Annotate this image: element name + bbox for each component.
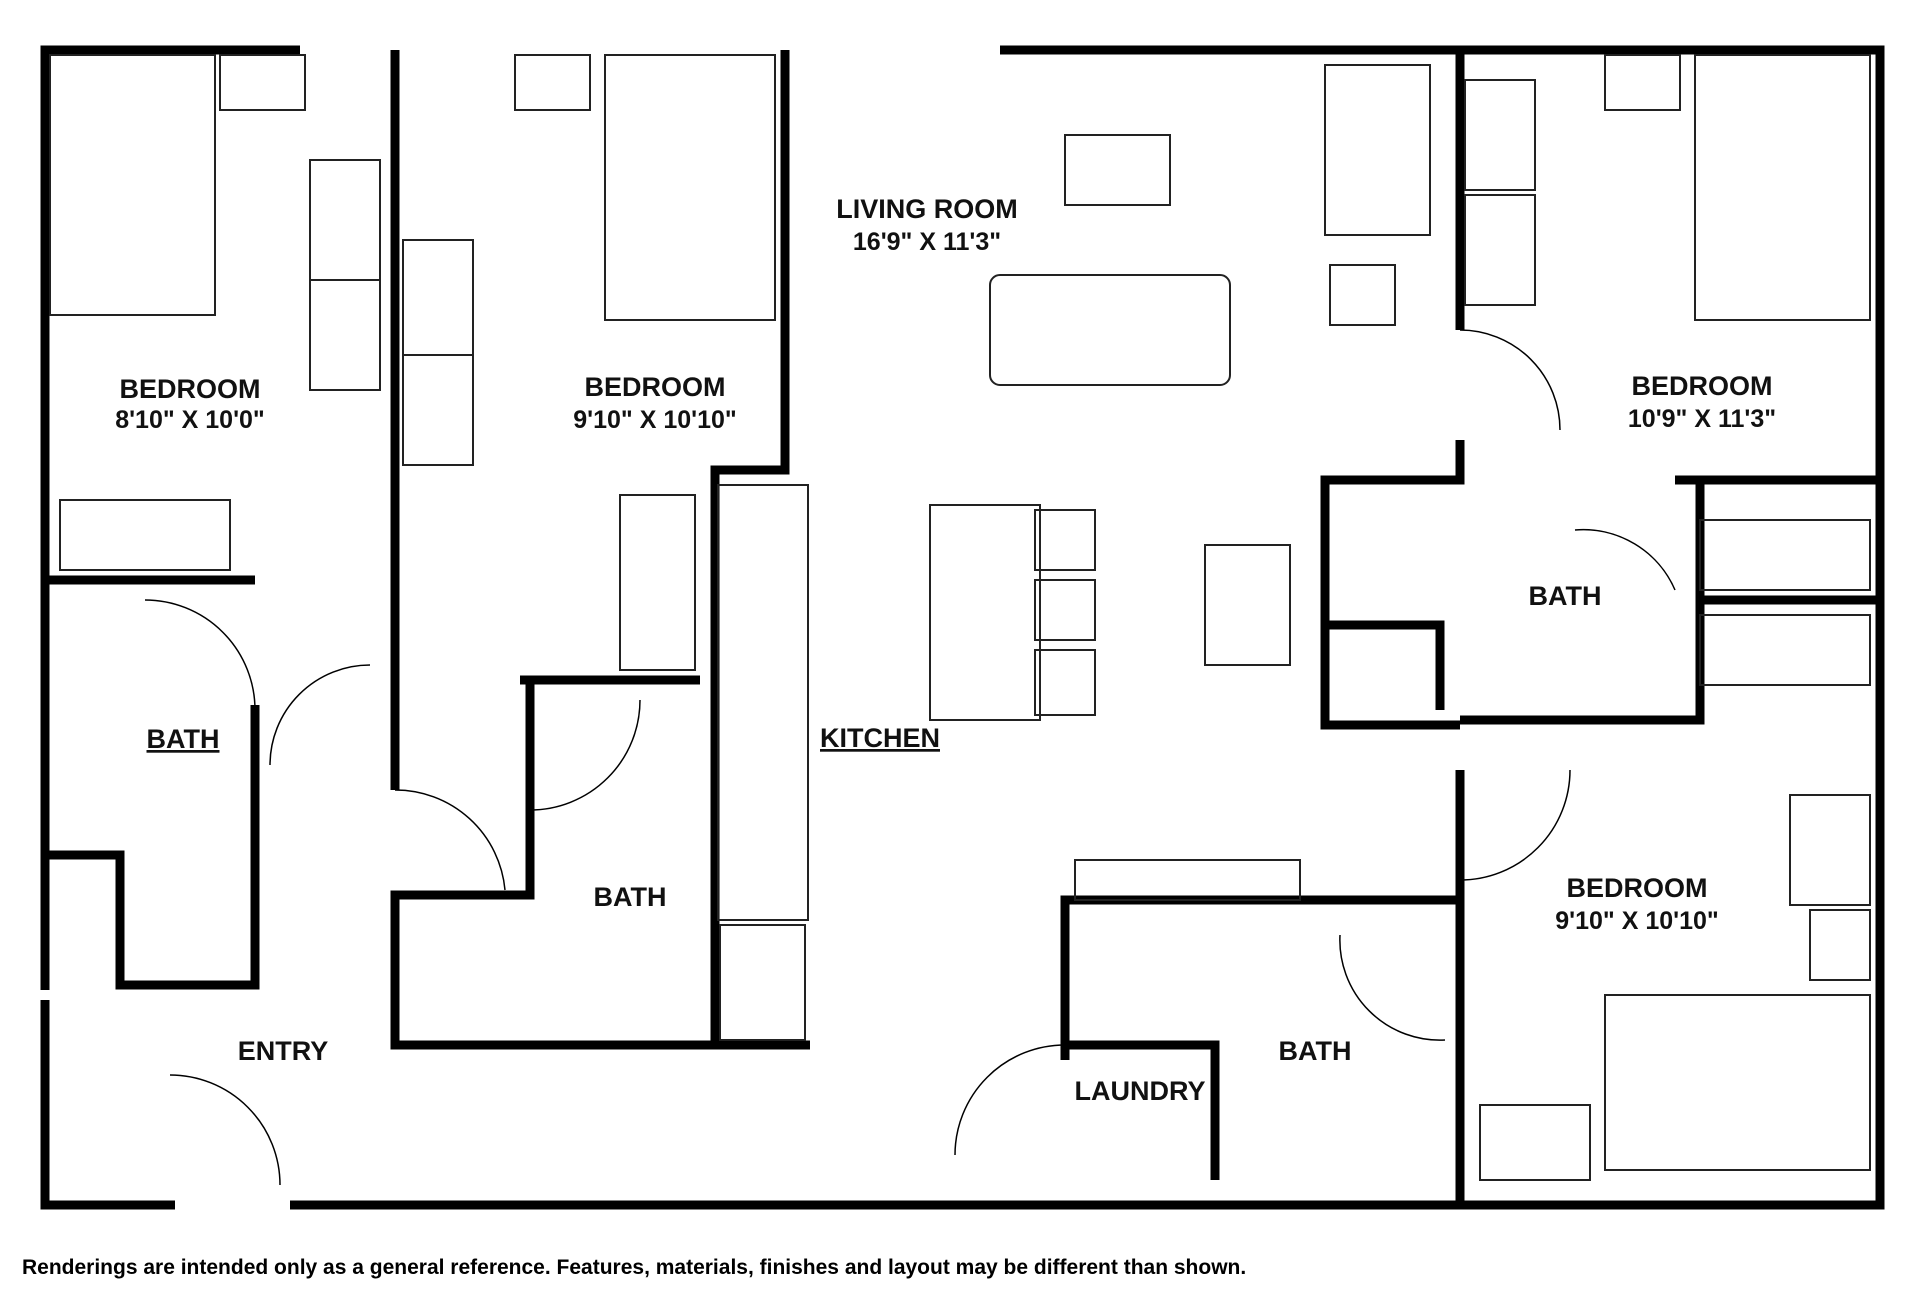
disclaimer-text: Renderings are intended only as a genera… [22, 1256, 1247, 1279]
kitchen-name: KITCHEN [820, 723, 940, 753]
nightstand-2 [514, 54, 591, 111]
kitchen-island [929, 504, 1041, 721]
desk-1 [309, 159, 381, 281]
bedroom4-dims: 9'10" X 10'10" [1555, 907, 1719, 935]
desk-2 [402, 239, 474, 356]
loveseat [1324, 64, 1431, 236]
bed-4 [1604, 994, 1871, 1171]
dresser-1 [309, 279, 381, 391]
walls [40, 45, 1885, 1210]
stool-3 [1034, 649, 1096, 716]
bath4-name: BATH [1279, 1036, 1352, 1066]
end-table [1329, 264, 1396, 326]
counter [717, 484, 809, 921]
dresser-3 [1464, 194, 1536, 306]
bedroom4-name: BEDROOM [1567, 873, 1708, 903]
bedroom2-name: BEDROOM [585, 372, 726, 402]
dresser-4 [1479, 1104, 1591, 1181]
entry-name: ENTRY [238, 1036, 329, 1066]
bed-3 [1694, 54, 1871, 321]
nightstand-4 [1809, 909, 1871, 981]
bedroom2-dims: 9'10" X 10'10" [573, 406, 737, 434]
stool-2 [1034, 579, 1096, 641]
bath3-name: BATH [1529, 581, 1602, 611]
bedroom3-dims: 10'9" X 11'3" [1628, 405, 1776, 433]
laundry-counter [1074, 859, 1301, 901]
desk-4 [1789, 794, 1871, 906]
dresser-2 [402, 354, 474, 466]
bath2-name: BATH [594, 882, 667, 912]
bed-1 [49, 54, 216, 316]
stool-1 [1034, 509, 1096, 571]
closet-3a [1699, 519, 1871, 591]
bath1-name: BATH [147, 724, 220, 754]
bath-vanity-2 [619, 494, 696, 671]
room-labels: BEDROOM 8'10" X 10'0" BEDROOM 9'10" X 10… [115, 194, 1776, 1106]
refrigerator [719, 924, 806, 1041]
living-room-dims: 16'9" X 11'3" [853, 228, 1001, 256]
bedroom1-name: BEDROOM [120, 374, 261, 404]
bed-2 [604, 54, 776, 321]
closet-3b [1699, 614, 1871, 686]
nightstand-1 [219, 54, 306, 111]
living-room-name: LIVING ROOM [836, 194, 1018, 224]
coffee-table [1064, 134, 1171, 206]
furniture [49, 54, 1871, 1181]
sofa [989, 274, 1231, 386]
bedroom1-dims: 8'10" X 10'0" [115, 406, 265, 434]
nightstand-3 [1604, 54, 1681, 111]
closet-1 [59, 499, 231, 571]
bedroom3-name: BEDROOM [1632, 371, 1773, 401]
laundry-name: LAUNDRY [1075, 1076, 1206, 1106]
door-swings [144, 329, 1676, 1186]
dining-table [1204, 544, 1291, 666]
desk-3 [1464, 79, 1536, 191]
